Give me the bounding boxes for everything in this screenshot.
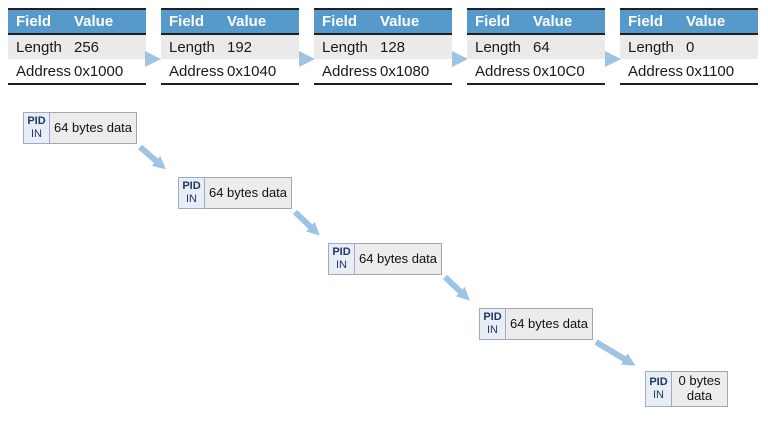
row-value: 64: [533, 38, 550, 56]
data-size-label: 64 bytes data: [53, 119, 133, 135]
descriptor-table-4: Field Value Length 64 Address 0x10C0: [467, 8, 605, 85]
row-label: Length: [16, 38, 62, 56]
table-header-row: Field Value: [314, 10, 452, 35]
data-size-label: 64 bytes data: [358, 250, 438, 266]
packet-4: PID IN 64 bytes data: [479, 308, 593, 340]
row-label: Length: [475, 38, 521, 56]
right-arrow-icon: [452, 51, 468, 67]
row-label: Address: [169, 62, 225, 80]
pid-label: PID: [483, 311, 502, 324]
row-label: Length: [169, 38, 215, 56]
row-value: 0x10C0: [533, 62, 585, 80]
row-label: Address: [628, 62, 684, 80]
row-value: 128: [380, 38, 406, 56]
right-arrow-icon: [299, 51, 315, 67]
pid-in-cell: PID IN: [479, 308, 506, 340]
table-header-row: Field Value: [8, 10, 146, 35]
row-label: Address: [16, 62, 72, 80]
data-cell: 64 bytes data: [50, 112, 137, 144]
descriptor-table-2: Field Value Length 192 Address 0x1040: [161, 8, 299, 85]
diagonal-arrow-icon: [442, 274, 470, 301]
row-value: 0: [686, 38, 695, 56]
row-label: Length: [628, 38, 674, 56]
packet-1: PID IN 64 bytes data: [23, 112, 137, 144]
row-value: 192: [227, 38, 253, 56]
descriptor-table-5: Field Value Length 0 Address 0x1100: [620, 8, 758, 85]
data-cell: 64 bytes data: [205, 177, 292, 209]
row-label: Address: [322, 62, 378, 80]
packet-2: PID IN 64 bytes data: [178, 177, 292, 209]
packet-5: PID IN 0 bytes data: [645, 371, 728, 407]
table-row-address: Address 0x1000: [8, 59, 146, 83]
value-column-header: Value: [686, 13, 726, 30]
pid-in-cell: PID IN: [23, 112, 50, 144]
data-cell: 0 bytes data: [672, 371, 728, 407]
row-value: 0x1100: [686, 62, 735, 80]
table-row-address: Address 0x1040: [161, 59, 299, 83]
table-row-length: Length 64: [467, 35, 605, 59]
pid-label: PID: [182, 180, 201, 193]
direction-label: IN: [31, 128, 42, 140]
direction-label: IN: [487, 324, 498, 336]
pid-label: PID: [649, 376, 668, 389]
field-column-header: Field: [16, 13, 52, 30]
field-column-header: Field: [628, 13, 664, 30]
table-row-length: Length 256: [8, 35, 146, 59]
table-header-row: Field Value: [161, 10, 299, 35]
table-row-address: Address 0x1100: [620, 59, 758, 83]
field-column-header: Field: [322, 13, 358, 30]
table-row-address: Address 0x1080: [314, 59, 452, 83]
direction-label: IN: [653, 389, 664, 401]
row-label: Length: [322, 38, 368, 56]
diagonal-arrow-icon: [292, 209, 320, 236]
direction-label: IN: [186, 193, 197, 205]
row-label: Address: [475, 62, 531, 80]
diagonal-arrow-icon: [594, 339, 636, 366]
pid-label: PID: [27, 115, 46, 128]
right-arrow-icon: [605, 51, 621, 67]
pid-label: PID: [332, 246, 351, 259]
pid-in-cell: PID IN: [328, 243, 355, 275]
field-column-header: Field: [169, 13, 205, 30]
descriptor-table-3: Field Value Length 128 Address 0x1080: [314, 8, 452, 85]
pid-in-cell: PID IN: [178, 177, 205, 209]
value-column-header: Value: [74, 13, 114, 30]
value-column-header: Value: [380, 13, 420, 30]
field-column-header: Field: [475, 13, 511, 30]
row-value: 0x1000: [74, 62, 124, 80]
table-row-address: Address 0x10C0: [467, 59, 605, 83]
data-size-label: 64 bytes data: [509, 315, 589, 331]
diagonal-arrow-icon: [138, 144, 166, 170]
table-header-row: Field Value: [467, 10, 605, 35]
descriptor-table-1: Field Value Length 256 Address 0x1000: [8, 8, 146, 85]
table-header-row: Field Value: [620, 10, 758, 35]
right-arrow-icon: [145, 51, 161, 67]
data-size-label: 64 bytes data: [208, 184, 288, 200]
data-size-label: 0 bytes data: [678, 373, 721, 403]
table-row-length: Length 192: [161, 35, 299, 59]
pid-in-cell: PID IN: [645, 371, 672, 407]
row-value: 0x1040: [227, 62, 277, 80]
packet-3: PID IN 64 bytes data: [328, 243, 442, 275]
data-cell: 64 bytes data: [355, 243, 442, 275]
table-row-length: Length 0: [620, 35, 758, 59]
direction-label: IN: [336, 259, 347, 271]
table-row-length: Length 128: [314, 35, 452, 59]
row-value: 0x1080: [380, 62, 430, 80]
data-cell: 64 bytes data: [506, 308, 593, 340]
row-value: 256: [74, 38, 100, 56]
value-column-header: Value: [227, 13, 267, 30]
value-column-header: Value: [533, 13, 573, 30]
